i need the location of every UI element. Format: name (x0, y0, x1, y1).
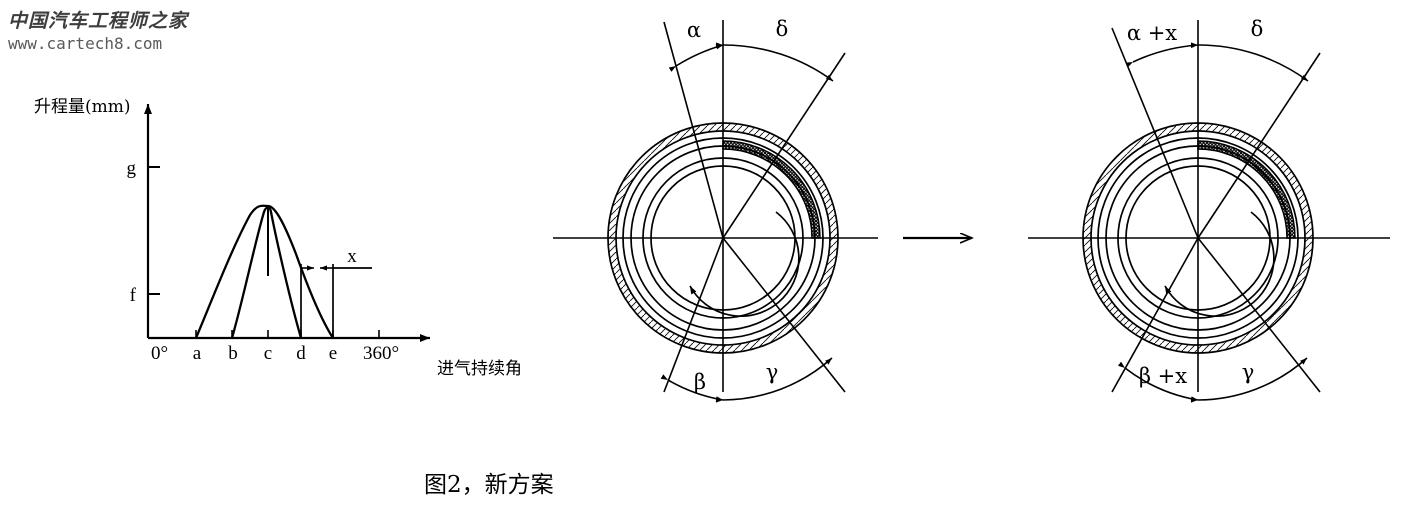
cam-left-label-delta: δ (776, 17, 789, 41)
x-tick-label-c: c (264, 343, 272, 364)
cam-left-sector-line-beta (663, 237, 724, 393)
cam-right-lobe-hatched-arc (1197, 140, 1296, 239)
cam-right-rotation-arrow (1164, 211, 1275, 318)
lift-curve-wide (194, 204, 334, 339)
cam-left-rotation-arrow (689, 211, 800, 318)
x-dim-label: x (347, 246, 357, 267)
cam-right-label-gamma: γ (1242, 360, 1255, 384)
cam-left-label-alpha: α (687, 18, 701, 42)
cam-left-arc-gamma (715, 357, 833, 403)
cam-right-label-alpha-x: α +x (1127, 21, 1177, 45)
lift-chart: g f 升程量(mm) 0° a b c d e 360° 进气持续角 (34, 97, 522, 379)
cam-right-label-delta: δ (1251, 17, 1264, 41)
cam-left-arc-alpha (668, 44, 724, 72)
cam-left-label-beta: β (694, 370, 706, 394)
watermark-chinese: 中国汽车工程师之家 (8, 10, 189, 32)
y-tick-label-f: f (130, 285, 137, 306)
chart-x-axis-title: 进气持续角 (437, 359, 522, 379)
x-tick-label-0: 0° (151, 343, 168, 364)
chart-y-axis-title: 升程量(mm) (34, 97, 131, 117)
cam-right-sector-line-delta (1197, 52, 1321, 239)
cam-right-arc-alpha-x (1125, 42, 1199, 68)
cam-left-lobe-hatched-arc (722, 140, 821, 239)
cam-left-label-gamma: γ (766, 360, 779, 384)
x-tick-label-a: a (193, 343, 202, 364)
cam-diagram-left: α δ β γ (553, 17, 878, 403)
x-tick-label-b: b (228, 343, 238, 364)
figure-caption: 图2，新方案 (424, 472, 554, 498)
x-tick-label-e: e (329, 343, 337, 364)
cam-diagram-right: α +x δ β +x γ (1028, 17, 1390, 403)
cam-left-outer-shell (607, 122, 839, 354)
cam-right-arc-delta (1190, 42, 1309, 82)
cam-right-label-beta-x: β +x (1139, 364, 1187, 388)
cam-left-arc-delta (715, 42, 834, 82)
cam-right-arc-gamma (1190, 357, 1308, 403)
x-tick-label-d: d (296, 343, 306, 364)
x-tick-label-360: 360° (363, 343, 399, 364)
cam-right-outer-shell (1082, 122, 1314, 354)
y-tick-label-g: g (127, 158, 137, 179)
lift-curve-narrow (230, 206, 303, 339)
watermark-url: www.cartech8.com (8, 34, 163, 53)
cam-left-sector-line-delta (722, 52, 846, 239)
